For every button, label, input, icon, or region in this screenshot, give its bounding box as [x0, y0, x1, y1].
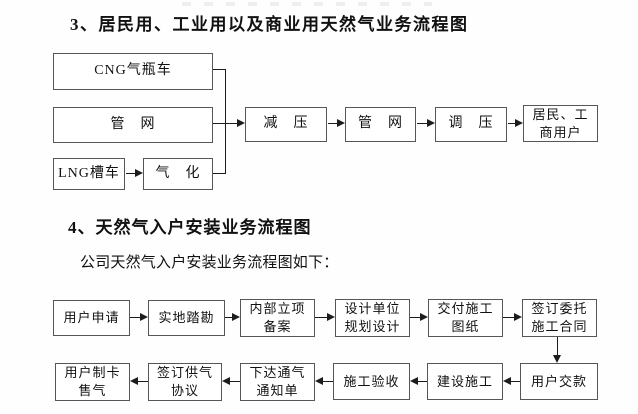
node-end-users: 居民、工 商用户 — [523, 105, 598, 142]
node-gas-notice: 下达通气 通知单 — [240, 363, 315, 401]
connector-agreement-card — [137, 381, 148, 382]
scan-artifact — [182, 2, 432, 6]
arrowhead-survey-filing — [232, 313, 240, 321]
connector-payment-construction — [510, 381, 520, 382]
node-user-application: 用户申请 — [53, 300, 130, 336]
section4-heading: 4、天然气入户安装业务流程图 — [68, 218, 312, 237]
connector-acceptance-notice — [322, 381, 333, 382]
arrowhead-drawings-contract — [514, 313, 522, 321]
node-card-sales: 用户制卡 售气 — [55, 363, 130, 401]
section4-intro: 公司天然气入户安装业务流程图如下： — [80, 255, 339, 271]
node-pipeline-network: 管 网 — [345, 107, 416, 142]
connector-lng-gasify — [126, 173, 136, 174]
node-pressure-regulation: 调 压 — [435, 107, 507, 142]
arrowhead-construction-acceptance — [410, 377, 418, 385]
section3-heading: 3、居民用、工业用以及商业用天然气业务流程图 — [70, 15, 469, 34]
arrowhead-to-reduce — [237, 119, 245, 127]
connector-gasify-out — [213, 173, 225, 174]
connector-drawings-contract — [503, 317, 514, 318]
connector-notice-agreement — [229, 381, 240, 382]
connector-pipe-regulate — [417, 123, 428, 124]
arrowhead-reduce-pipe — [337, 119, 345, 127]
arrowhead-agreement-card — [130, 377, 138, 385]
node-user-payment: 用户交款 — [520, 363, 598, 400]
connector-filing-design — [315, 317, 327, 318]
arrowhead-lng-gasify — [135, 169, 143, 177]
connector-construction-acceptance — [417, 381, 427, 382]
arrowhead-filing-design — [327, 313, 335, 321]
connector-design-drawings — [410, 317, 420, 318]
node-construction-drawings: 交付施工 图纸 — [428, 299, 503, 337]
arrowhead-payment-construction — [503, 377, 511, 385]
arrowhead-design-drawings — [420, 313, 428, 321]
arrowhead-pipe-regulate — [427, 119, 435, 127]
connector-apply-survey — [130, 317, 140, 318]
node-site-survey: 实地踏勘 — [148, 300, 225, 336]
node-internal-filing: 内部立项 备案 — [240, 299, 315, 337]
connector-regulate-users — [508, 123, 516, 124]
node-acceptance: 施工验收 — [333, 363, 410, 400]
node-supply-agreement: 签订供气 协议 — [148, 363, 222, 401]
arrowhead-notice-agreement — [222, 377, 230, 385]
node-lng-tanker: LNG槽车 — [53, 158, 125, 190]
arrowhead-apply-survey — [140, 313, 148, 321]
connector-merge-vertical — [225, 69, 226, 174]
connector-reduce-pipe — [328, 123, 338, 124]
node-gasification: 气 化 — [143, 158, 213, 190]
node-construction-contract: 签订委托 施工合同 — [522, 299, 597, 337]
connector-to-reduce — [213, 123, 237, 124]
node-design-planning: 设计单位 规划设计 — [335, 299, 410, 337]
arrowhead-contract-payment — [553, 355, 561, 363]
connector-survey-filing — [225, 317, 232, 318]
connector-cng-out — [213, 69, 225, 70]
node-pressure-reduction: 减 压 — [245, 107, 327, 142]
node-pipeline-source: 管 网 — [53, 107, 213, 143]
arrowhead-acceptance-notice — [315, 377, 323, 385]
node-cng-bottle-truck: CNG气瓶车 — [53, 53, 213, 90]
node-construction: 建设施工 — [427, 363, 503, 400]
arrowhead-regulate-users — [515, 119, 523, 127]
connector-contract-payment — [557, 337, 558, 355]
